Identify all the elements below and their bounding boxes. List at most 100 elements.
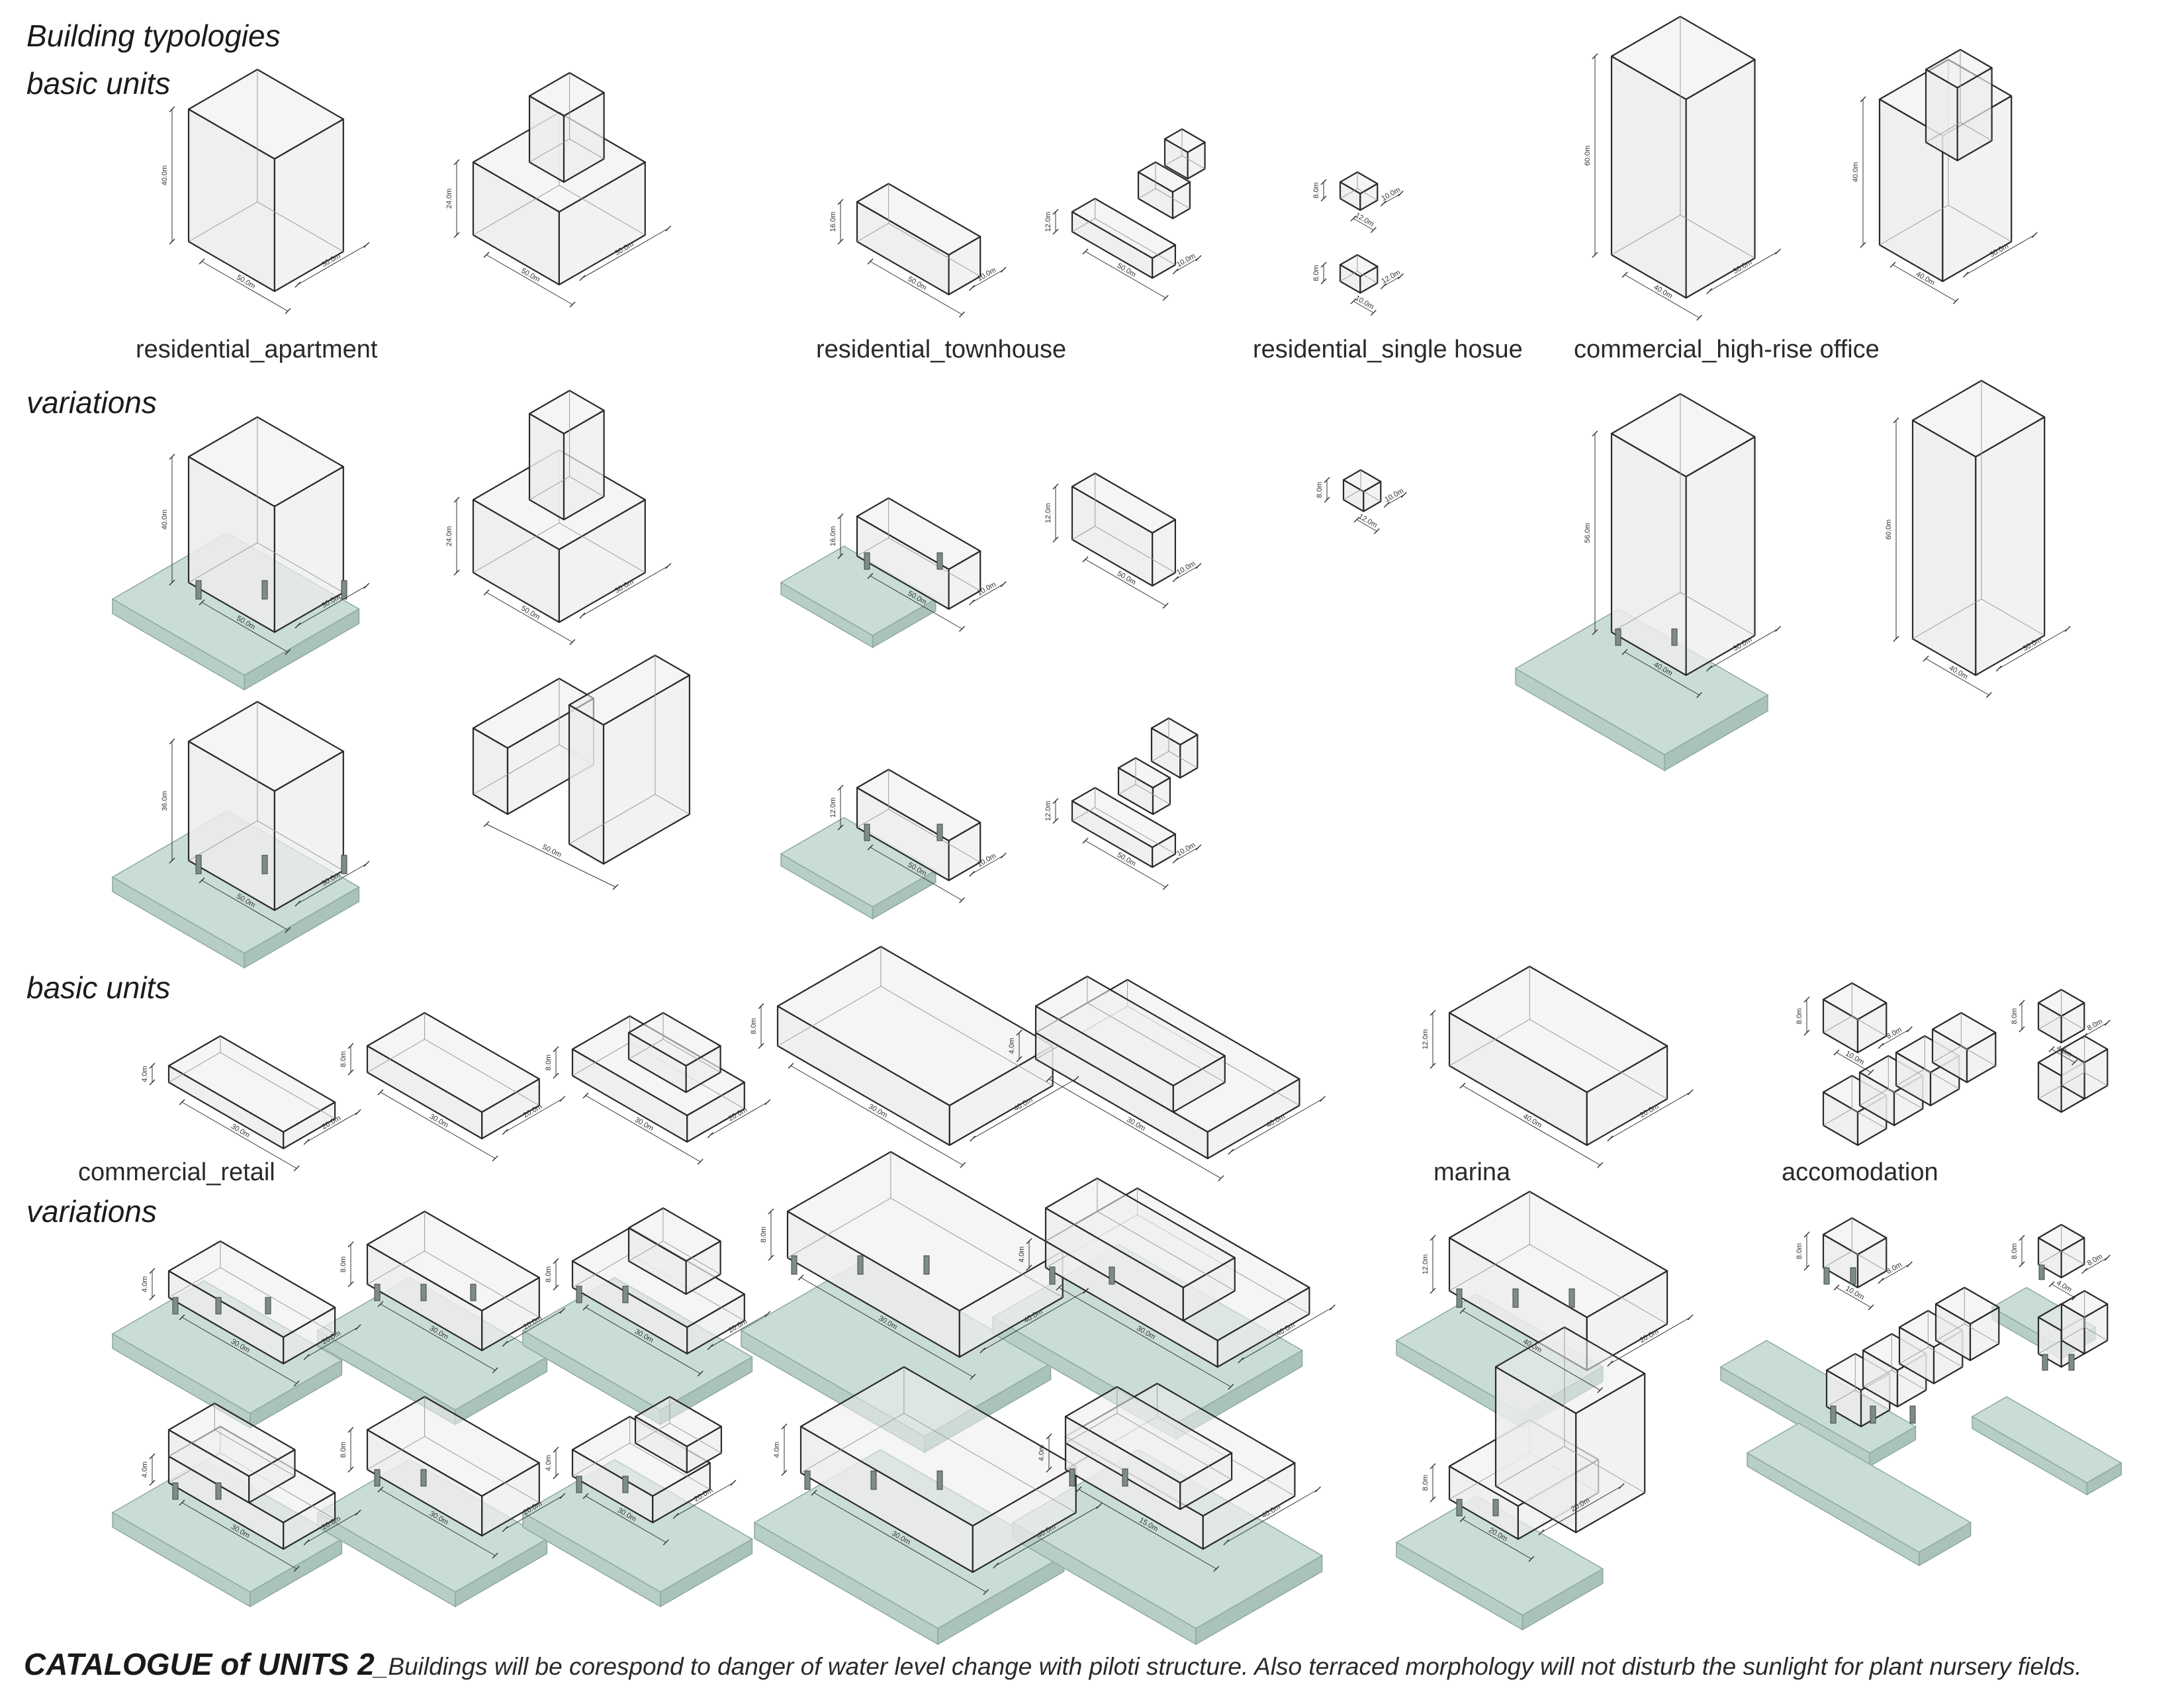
dim-line <box>486 254 573 305</box>
dim-tick <box>707 1344 713 1350</box>
dim-tick <box>1082 248 1089 255</box>
dim-tick <box>1350 215 1357 222</box>
dim-line <box>2084 1257 2108 1272</box>
dim-tick <box>1073 1076 1079 1082</box>
dim-label: 10.0m <box>1175 841 1197 859</box>
dim-tick <box>453 569 460 576</box>
piloti-column <box>1492 1499 1499 1517</box>
piloti-column <box>1069 1468 1075 1487</box>
dim-tick <box>1860 242 1866 248</box>
dim-tick <box>1320 278 1327 285</box>
dim-tick <box>1000 853 1007 859</box>
piloti-column <box>195 580 202 600</box>
dim-tick <box>355 1109 361 1115</box>
dim-tick <box>483 821 490 827</box>
piloti-column <box>1850 1267 1856 1285</box>
dim-tick <box>293 1566 300 1572</box>
dim-tick <box>969 285 976 291</box>
piloti-column <box>261 580 268 600</box>
dim-label: 8.0m <box>340 1256 347 1272</box>
dim-tick <box>1833 1049 1840 1056</box>
box-face-top <box>1822 982 1888 1021</box>
dim-label: 12.0m <box>1422 1029 1430 1050</box>
dim-label: 8.0m <box>545 1266 553 1282</box>
dim-tick <box>569 301 576 308</box>
dim-label: 4.0m <box>141 1066 149 1082</box>
dim-line <box>585 1307 701 1374</box>
dim-line <box>1356 519 1377 532</box>
dim-tick <box>1592 53 1598 60</box>
dim-line <box>380 1092 496 1159</box>
dim-tick <box>1046 1076 1052 1082</box>
dim-tick <box>1353 516 1360 523</box>
dim-tick <box>149 1268 156 1274</box>
piloti-column <box>341 855 347 874</box>
dim-tick <box>1687 1089 1694 1096</box>
dim-tick <box>149 1062 156 1069</box>
piloti-column <box>420 1469 427 1487</box>
dim-label: 8.0m <box>2011 1008 2019 1024</box>
dim-label: 10.0m <box>1175 252 1197 269</box>
dim-tick <box>1223 1539 1230 1546</box>
dim-line <box>1230 1098 1323 1152</box>
dim-line <box>1058 1287 1232 1387</box>
dim-tick <box>2048 1046 2055 1053</box>
dim-tick <box>959 897 966 904</box>
dim-tick <box>1324 477 1330 483</box>
dim-tick <box>582 1092 589 1099</box>
dim-tick <box>303 1539 310 1546</box>
dim-line <box>1892 264 1956 302</box>
dim-tick <box>1621 271 1628 278</box>
dim-tick <box>1893 417 1899 424</box>
piloti-column <box>420 1284 427 1301</box>
dim-tick <box>764 1311 771 1317</box>
dim-tick <box>1592 252 1598 258</box>
piloti-column <box>936 1470 943 1490</box>
dim-label: 4.0m <box>141 1462 149 1477</box>
dim-tick <box>959 626 966 632</box>
dim-tick <box>553 1072 559 1079</box>
dim-tick <box>758 1043 764 1049</box>
dim-line <box>995 1505 1099 1566</box>
piloti-column <box>2068 1354 2075 1371</box>
box-face-top <box>568 654 691 726</box>
dim-tick <box>665 563 672 569</box>
dim-tick <box>811 1489 817 1496</box>
dim-tick <box>2048 1281 2055 1288</box>
dim-label: 12.0m <box>1044 212 1052 232</box>
box-face-top <box>1150 717 1199 746</box>
dim-line <box>1085 251 1166 299</box>
piloti-column <box>864 552 870 570</box>
piloti-column <box>1512 1288 1519 1308</box>
dim-tick <box>483 252 490 258</box>
dim-tick <box>1906 1261 1913 1268</box>
dim-tick <box>1868 1304 1874 1311</box>
box-face-top <box>528 71 605 117</box>
dim-tick <box>1016 1056 1023 1062</box>
ground-plate-edge <box>2086 1462 2122 1496</box>
footer-bold: CATALOGUE of UNITS 2 <box>24 1647 375 1681</box>
dim-tick <box>1696 692 1703 698</box>
box-face-top <box>634 1395 723 1448</box>
dim-line <box>306 1512 359 1543</box>
dim-tick <box>149 1079 156 1086</box>
dim-tick <box>1380 283 1387 289</box>
dim-label: 8.0m <box>545 1055 553 1070</box>
dim-line <box>675 1482 734 1517</box>
title-building-typologies: Building typologies <box>26 19 281 53</box>
piloti-column <box>864 823 870 841</box>
dim-label: 12.0m <box>1357 512 1378 530</box>
box-face-top <box>1822 1217 1888 1256</box>
dim-tick <box>1430 1496 1436 1503</box>
header-variations-1: variations <box>26 385 157 420</box>
dim-line <box>1085 840 1166 888</box>
dim-tick <box>730 1479 737 1486</box>
dim-tick <box>2019 1235 2025 1241</box>
dim-tick <box>1046 1433 1052 1440</box>
box-face-front <box>568 704 605 865</box>
dim-tick <box>1373 528 1380 534</box>
dim-tick <box>553 1258 559 1264</box>
dim-tick <box>1383 502 1390 508</box>
dim-tick <box>1592 430 1598 437</box>
